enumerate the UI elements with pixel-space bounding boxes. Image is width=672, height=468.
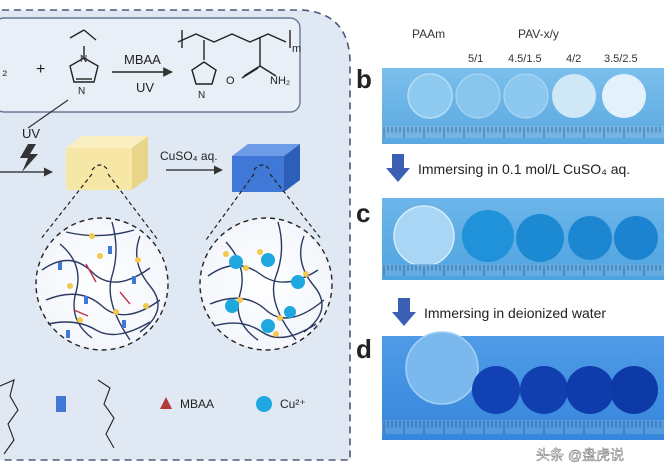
- n-atom-1: N: [80, 54, 87, 65]
- ratio-3: 4/2: [566, 53, 581, 65]
- photo-b-samples: [407, 73, 646, 119]
- uv-label: UV: [22, 126, 40, 141]
- scheme-panel: ₂ + N N MBAA UV m O NH₂: [0, 9, 351, 461]
- ruler-ticks: [383, 127, 661, 434]
- watermark: 头条 @盘虎说: [536, 447, 624, 463]
- ruler-c: [382, 264, 664, 276]
- blue-gel-block: [232, 144, 300, 192]
- zoom-lines: [39, 164, 323, 241]
- legend-structures: [0, 379, 115, 455]
- mbaa-triangle-icon: [160, 397, 172, 409]
- n-atom-2: N: [78, 86, 85, 97]
- reactant-fragment: ₂: [2, 62, 7, 78]
- panel-label-d: d: [356, 334, 372, 364]
- amide-label: NH₂: [270, 75, 290, 87]
- crosslinker-icon: [56, 396, 66, 412]
- polymer-structure: [177, 30, 291, 85]
- step-arrow-2: [392, 298, 416, 326]
- vinylimidazole-structure: [69, 29, 99, 83]
- n-atom-3: N: [198, 90, 205, 101]
- ratio-1: 5/1: [468, 53, 483, 65]
- ruler-b: [382, 126, 664, 138]
- network-diagram-before: [35, 217, 169, 351]
- initiator-bottom-label: UV: [136, 80, 154, 95]
- reaction-box: [0, 17, 301, 113]
- cu-ion-icon: [256, 396, 272, 412]
- step-arrow-1: [386, 154, 410, 182]
- photo-d-samples: [405, 331, 658, 414]
- cuso4-label: CuSO₄ aq.: [160, 149, 218, 163]
- network-diagram-after: [199, 217, 333, 351]
- step1-text: Immersing in 0.1 mol/L CuSO₄ aq.: [418, 161, 630, 177]
- ratio-2: 4.5/1.5: [508, 53, 542, 65]
- panel-label-b: b: [356, 64, 372, 94]
- photo-c-samples: [393, 205, 658, 267]
- mbaa-legend-label: MBAA: [180, 397, 214, 411]
- header-pav: PAV-x/y: [518, 27, 559, 41]
- panel-label-c: c: [356, 198, 370, 228]
- step2-text: Immersing in deionized water: [424, 305, 606, 321]
- cu-legend-label: Cu²⁺: [280, 397, 306, 411]
- yellow-gel-block: [66, 136, 148, 190]
- photo-panels: PAAm PAV-x/y 5/1 4.5/1.5 4/2 3.5/2.5 b I…: [356, 27, 664, 440]
- header-paam: PAAm: [412, 27, 445, 41]
- oxygen-atom: O: [226, 75, 235, 87]
- initiator-top-label: MBAA: [124, 52, 161, 67]
- ruler-d: [382, 420, 664, 434]
- uv-pointer-line: [27, 99, 69, 129]
- lightning-icon: [20, 144, 38, 172]
- ratio-4: 3.5/2.5: [604, 53, 638, 65]
- plus-sign: +: [36, 61, 45, 78]
- polymer-subscript: m: [292, 43, 301, 55]
